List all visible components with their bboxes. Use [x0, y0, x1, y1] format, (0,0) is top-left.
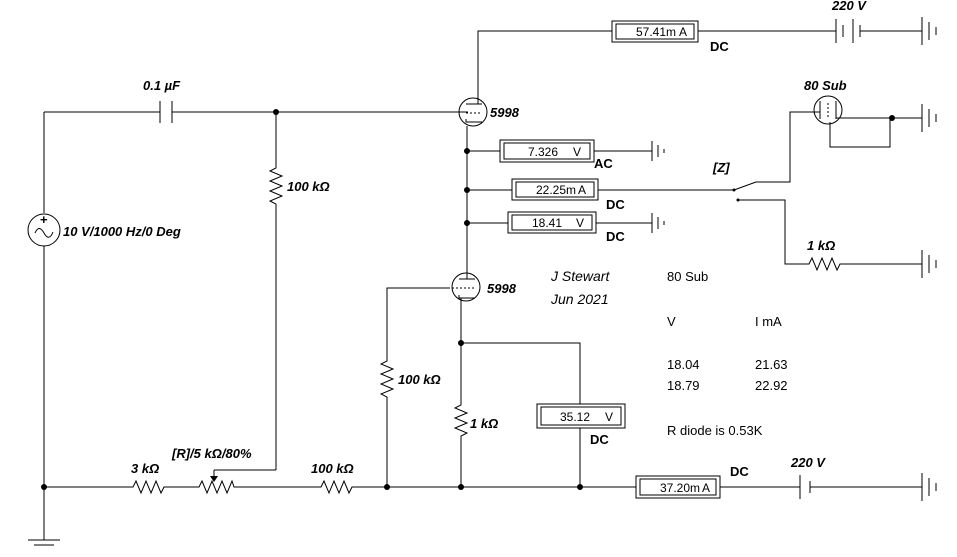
- switch-symbol: [732, 181, 757, 202]
- meter-mid-voltmeter-value: 18.41: [532, 216, 562, 230]
- table-row-1-v: 18.04: [667, 357, 700, 372]
- meter-cathode-voltmeter-unit: V: [605, 410, 613, 424]
- meter-bottom-ammeter: 37.20m A: [635, 475, 721, 499]
- battery-bottom-label: 220 V: [790, 455, 826, 470]
- author-note: J Stewart: [550, 268, 610, 284]
- meter-ac-voltmeter-value: 7.326: [528, 145, 558, 159]
- svg-text:+: +: [40, 212, 48, 227]
- meter-top-ammeter: 57.41m A: [611, 20, 699, 43]
- meter-top-ammeter-unit: A: [679, 25, 687, 39]
- junction-dots: [41, 109, 895, 490]
- resistor-series-label: 100 kΩ: [311, 461, 354, 476]
- meter-cathode-voltmeter-mode: DC: [590, 432, 609, 447]
- resistor-grid-lower: [379, 358, 395, 400]
- resistor-3k: [130, 479, 166, 495]
- resistor-diode-load: [806, 256, 842, 272]
- tube-upper-label: 5998: [490, 105, 520, 120]
- meter-mid-voltmeter-unit: V: [576, 216, 584, 230]
- meter-ac-voltmeter-unit: V: [573, 145, 581, 159]
- resistor-cathode-label: 1 kΩ: [470, 416, 498, 431]
- meter-mid-voltmeter: 18.41 V: [507, 211, 597, 234]
- meter-mid-ammeter-value: 22.25m: [536, 183, 576, 197]
- ground-symbols: [28, 17, 937, 546]
- table-row-2-v: 18.79: [667, 378, 700, 393]
- ac-source-symbol: +: [27, 212, 61, 247]
- meter-mid-ammeter-unit: A: [578, 183, 586, 197]
- meter-bottom-ammeter-unit: A: [702, 481, 710, 495]
- meter-top-ammeter-mode: DC: [710, 39, 729, 54]
- resistor-3k-label: 3 kΩ: [131, 461, 159, 476]
- resistor-grid-lower-label: 100 kΩ: [398, 372, 441, 387]
- potentiometer-symbol: [196, 476, 236, 495]
- resistor-series: [318, 479, 354, 495]
- meter-bottom-ammeter-value: 37.20m: [660, 481, 700, 495]
- tube-upper-symbol: [458, 97, 488, 127]
- table-row-2-i: 22.92: [755, 378, 788, 393]
- diode-tube-symbol: [812, 95, 845, 125]
- table-header-i: I mA: [755, 314, 782, 329]
- diode-tube-label: 80 Sub: [804, 78, 847, 93]
- table-header-v: V: [667, 314, 676, 329]
- meter-mid-voltmeter-mode: DC: [606, 229, 625, 244]
- resistor-grid-upper-label: 100 kΩ: [287, 179, 330, 194]
- meter-mid-ammeter: 22.25m A: [511, 178, 599, 201]
- battery-top-symbol: [835, 19, 861, 43]
- meter-ac-voltmeter-mode: AC: [594, 156, 613, 171]
- resistor-diode-load-label: 1 kΩ: [807, 238, 835, 253]
- meter-cathode-voltmeter: 35.12 V: [536, 403, 626, 429]
- table-title: 80 Sub: [667, 269, 708, 284]
- r-diode-note: R diode is 0.53K: [667, 423, 763, 438]
- capacitor-label: 0.1 µF: [143, 78, 181, 93]
- table-row-1-i: 21.63: [755, 357, 788, 372]
- resistor-cathode: [453, 402, 469, 440]
- date-note: Jun 2021: [550, 291, 609, 307]
- battery-top-label: 220 V: [831, 0, 867, 13]
- capacitor-symbol: [159, 101, 173, 123]
- meter-ac-voltmeter: 7.326 V: [499, 139, 595, 163]
- meter-mid-ammeter-mode: DC: [606, 197, 625, 212]
- ac-source-label: 10 V/1000 Hz/0 Deg: [63, 224, 181, 239]
- meter-top-ammeter-value: 57.41m: [636, 25, 676, 39]
- wires: [43, 30, 922, 540]
- meter-bottom-ammeter-mode: DC: [730, 464, 749, 479]
- tube-lower-symbol: [451, 268, 481, 303]
- switch-label: [Z]: [712, 160, 730, 175]
- battery-bottom-symbol: [799, 475, 811, 499]
- meter-cathode-voltmeter-value: 35.12: [560, 410, 590, 424]
- tube-lower-label: 5998: [487, 281, 517, 296]
- resistor-grid-upper: [268, 165, 284, 207]
- potentiometer-label: [R]/5 kΩ/80%: [171, 446, 252, 461]
